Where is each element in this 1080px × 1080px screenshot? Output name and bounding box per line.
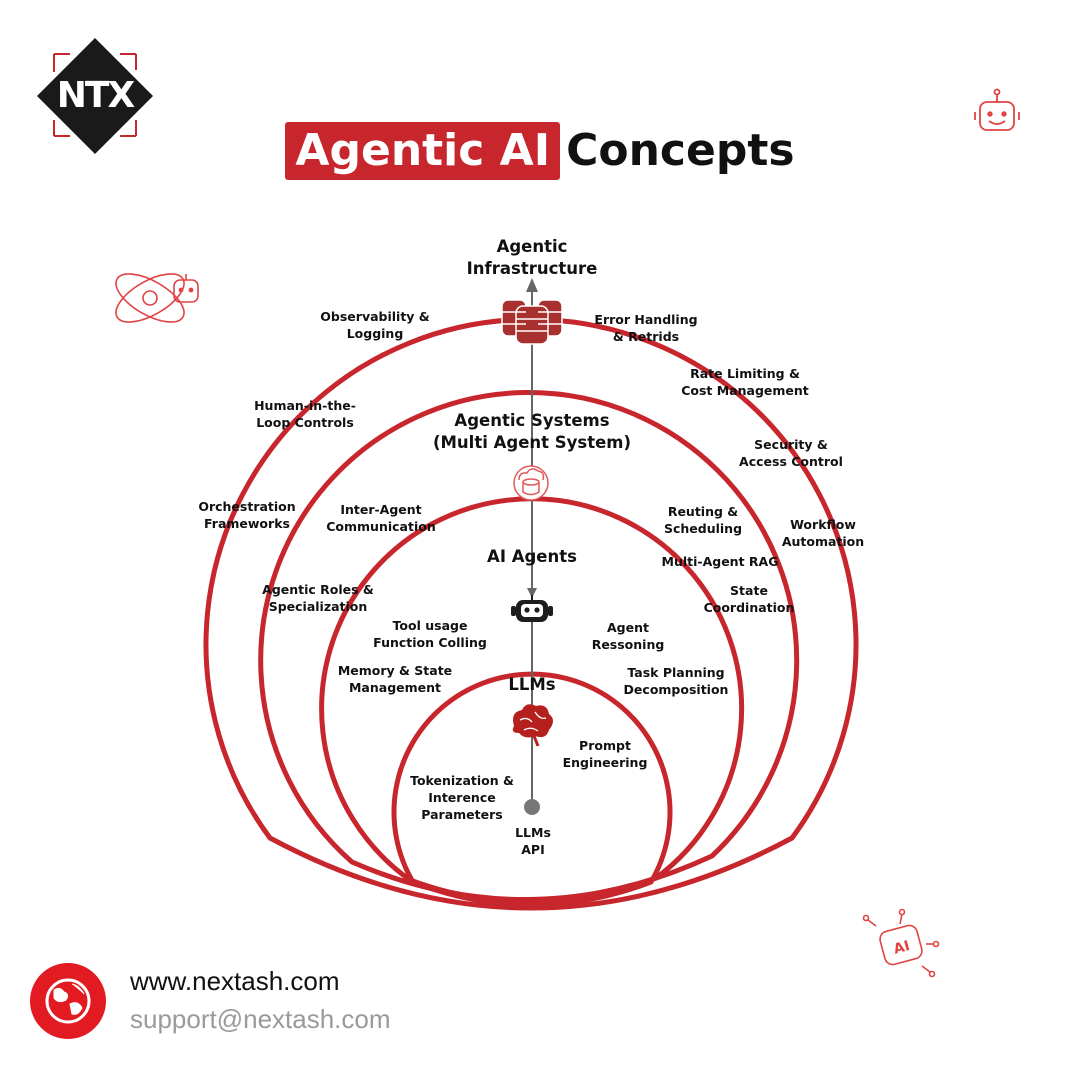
- title-rest: Concepts: [566, 125, 795, 176]
- ring-systems: [258, 390, 800, 902]
- llm-api-node: [524, 799, 540, 815]
- database-stack-icon: [501, 299, 563, 345]
- logo-text: NTX: [56, 75, 135, 116]
- concept-observability: Observability &Logging: [320, 309, 430, 341]
- ring-llms: [391, 671, 673, 908]
- concept-error-handling: Error Handling& Retrids: [594, 312, 698, 344]
- ring-infrastructure: [203, 316, 859, 911]
- layer-title-systems: Agentic Systems(Multi Agent System): [432, 411, 632, 452]
- globe-icon: [30, 963, 106, 1039]
- concept-human-in-the-loop: Human-in-the-Loop Controls: [254, 398, 356, 430]
- concept-multi-agent-rag: Multi-Agent RAG: [661, 554, 779, 569]
- website-link[interactable]: www.nextash.com: [130, 966, 340, 996]
- layer-title-agents: AI Agents: [487, 547, 577, 566]
- axis-arrow-agents: [527, 588, 537, 598]
- concept-security: Security &Access Control: [739, 437, 843, 469]
- brain-icon: [512, 704, 553, 747]
- layer-title-llms: LLMs: [508, 675, 556, 694]
- ntx-logo: [37, 38, 153, 154]
- ai-chip-icon: AI: [862, 908, 940, 978]
- atom-robot-icon: [115, 273, 199, 323]
- title-highlight: Agentic AI: [285, 122, 561, 180]
- cloud-database-icon: [513, 465, 549, 501]
- axis-arrow-top: [526, 278, 538, 292]
- robot-face-icon: [974, 88, 1020, 131]
- concept-routing: Reuting &Scheduling: [663, 504, 743, 536]
- concept-agentic-roles: Agentic Roles &Specialization: [262, 582, 374, 614]
- svg-text:AI: AI: [892, 938, 912, 958]
- concept-rate-limiting: Rate Limiting &Cost Management: [681, 366, 809, 398]
- robot-icon: [511, 595, 553, 622]
- support-email-link[interactable]: support@nextash.com: [130, 1004, 391, 1034]
